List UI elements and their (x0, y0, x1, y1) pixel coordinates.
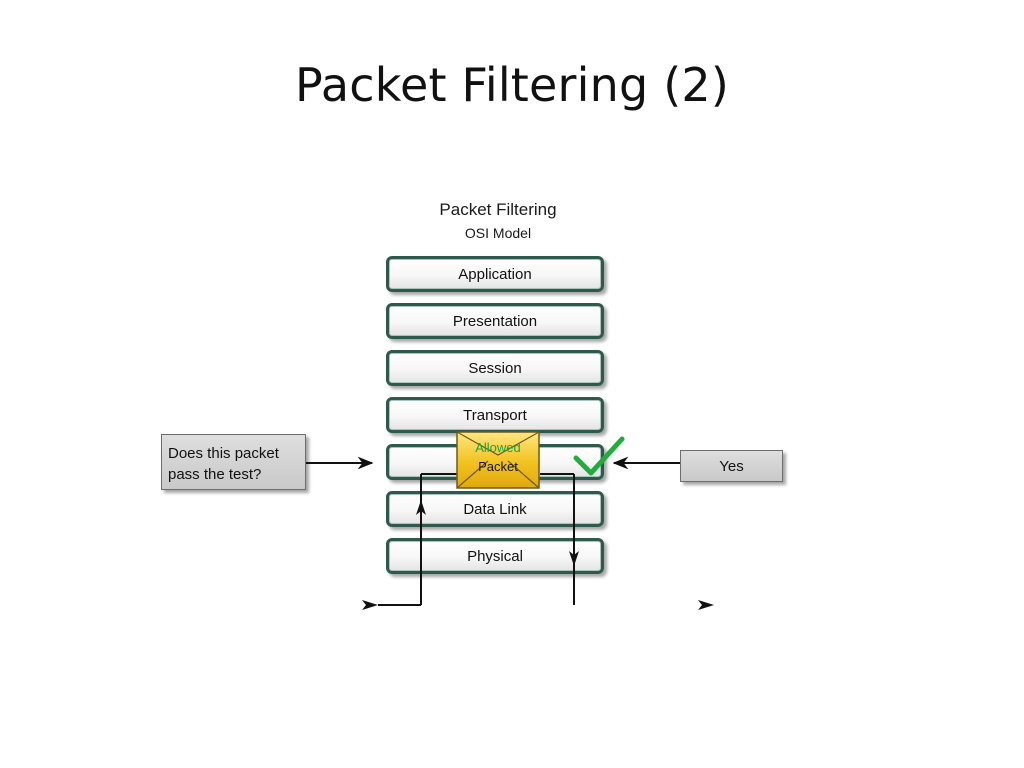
slide-title: Packet Filtering (2) (295, 58, 729, 112)
osi-layer-physical: Physical (386, 538, 604, 574)
envelope-icon (456, 431, 540, 489)
question-callout: Does this packet pass the test? (161, 434, 306, 490)
osi-layer-transport: Transport (386, 397, 604, 433)
packet-status-label: Allowed (475, 440, 521, 455)
allowed-packet-envelope: Allowed Packet (456, 431, 540, 489)
diagram-title: Packet Filtering (439, 200, 557, 219)
packet-name-label: Packet (478, 459, 518, 474)
osi-layer-application: Application (386, 256, 604, 292)
osi-layer-presentation: Presentation (386, 303, 604, 339)
answer-callout: Yes (680, 450, 783, 482)
osi-layer-data-link: Data Link (386, 491, 604, 527)
incoming-arrowhead (362, 600, 378, 610)
outgoing-arrowhead (698, 600, 714, 610)
osi-layer-session: Session (386, 350, 604, 386)
diagram-subtitle: OSI Model (464, 225, 532, 241)
